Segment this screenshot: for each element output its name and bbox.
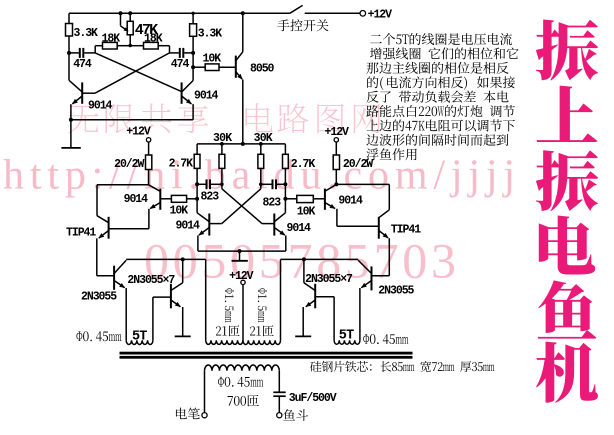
svg-text:2.7K: 2.7K: [169, 158, 194, 171]
svg-text:2N3055×7: 2N3055×7: [305, 273, 353, 286]
svg-text:3.3K: 3.3K: [198, 28, 223, 41]
svg-text:+12V: +12V: [325, 126, 350, 139]
svg-text:+12V: +12V: [126, 126, 151, 139]
svg-text:9014: 9014: [124, 193, 149, 206]
svg-text:10K: 10K: [170, 204, 189, 217]
svg-text:474: 474: [73, 58, 92, 71]
svg-text:18K: 18K: [102, 33, 121, 46]
svg-text:3uF/500V: 3uF/500V: [289, 392, 337, 405]
svg-text:2N3055: 2N3055: [81, 291, 117, 304]
svg-text:9014: 9014: [338, 195, 363, 208]
svg-text:823: 823: [263, 197, 282, 210]
svg-text:10K: 10K: [297, 206, 316, 219]
svg-text:TIP41: TIP41: [66, 227, 96, 240]
svg-text:9014: 9014: [176, 220, 201, 233]
svg-text:2N3055×7: 2N3055×7: [127, 274, 175, 287]
svg-text:9014: 9014: [194, 90, 219, 103]
svg-text:+12V: +12V: [229, 270, 254, 283]
svg-text:823: 823: [201, 191, 220, 204]
svg-text:474: 474: [171, 58, 190, 71]
svg-text:8050: 8050: [250, 63, 275, 76]
svg-text:2N3055: 2N3055: [378, 285, 414, 298]
svg-text:10K: 10K: [203, 53, 222, 66]
svg-text:5T: 5T: [339, 329, 354, 344]
svg-text:TIP41: TIP41: [391, 224, 421, 237]
svg-text:5T: 5T: [132, 330, 147, 345]
svg-text:18K: 18K: [144, 33, 163, 46]
svg-text:2.7K: 2.7K: [291, 158, 316, 171]
svg-text:00505785703: 00505785703: [144, 233, 456, 289]
svg-text:20/2W: 20/2W: [114, 158, 144, 171]
svg-text:30K: 30K: [254, 132, 273, 145]
svg-text:9014: 9014: [88, 100, 113, 113]
svg-text:30K: 30K: [213, 132, 232, 145]
svg-text:+12V: +12V: [368, 9, 393, 22]
svg-text:20/2W: 20/2W: [343, 158, 373, 171]
svg-text:9014: 9014: [287, 222, 312, 235]
svg-text:47K: 47K: [135, 22, 158, 39]
svg-text:3.3K: 3.3K: [74, 27, 99, 40]
